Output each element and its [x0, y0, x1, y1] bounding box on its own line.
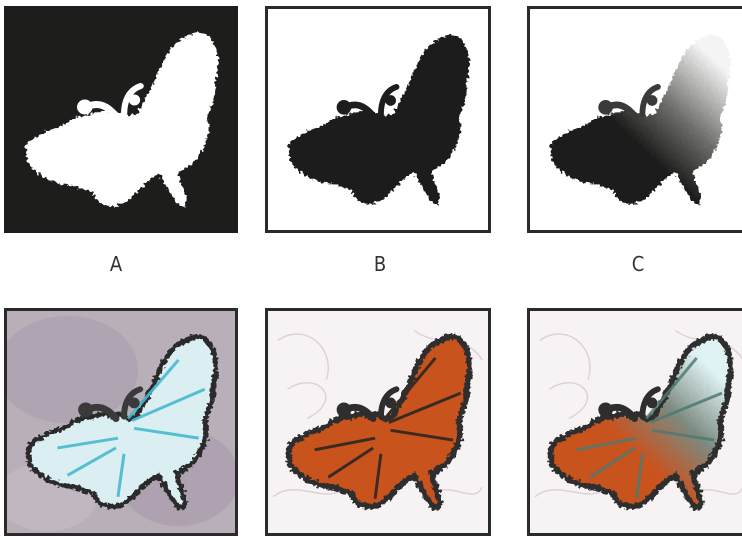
butterfly-inverted-icon	[7, 311, 235, 533]
photo-panel-blended	[527, 308, 742, 536]
butterfly-blended-icon	[530, 311, 742, 533]
mask-panel-c	[527, 6, 742, 233]
butterfly-mask-white-icon	[4, 6, 238, 233]
butterfly-orange-icon	[268, 311, 488, 533]
butterfly-mask-gradient-icon	[530, 9, 742, 230]
label-a: A	[96, 252, 136, 276]
label-c: C	[618, 252, 658, 276]
mask-panel-a	[4, 6, 238, 233]
butterfly-mask-black-icon	[268, 9, 488, 230]
label-b: B	[360, 252, 400, 276]
mask-panel-b	[265, 6, 491, 233]
photo-panel-inverted	[4, 308, 238, 536]
photo-panel-orange	[265, 308, 491, 536]
